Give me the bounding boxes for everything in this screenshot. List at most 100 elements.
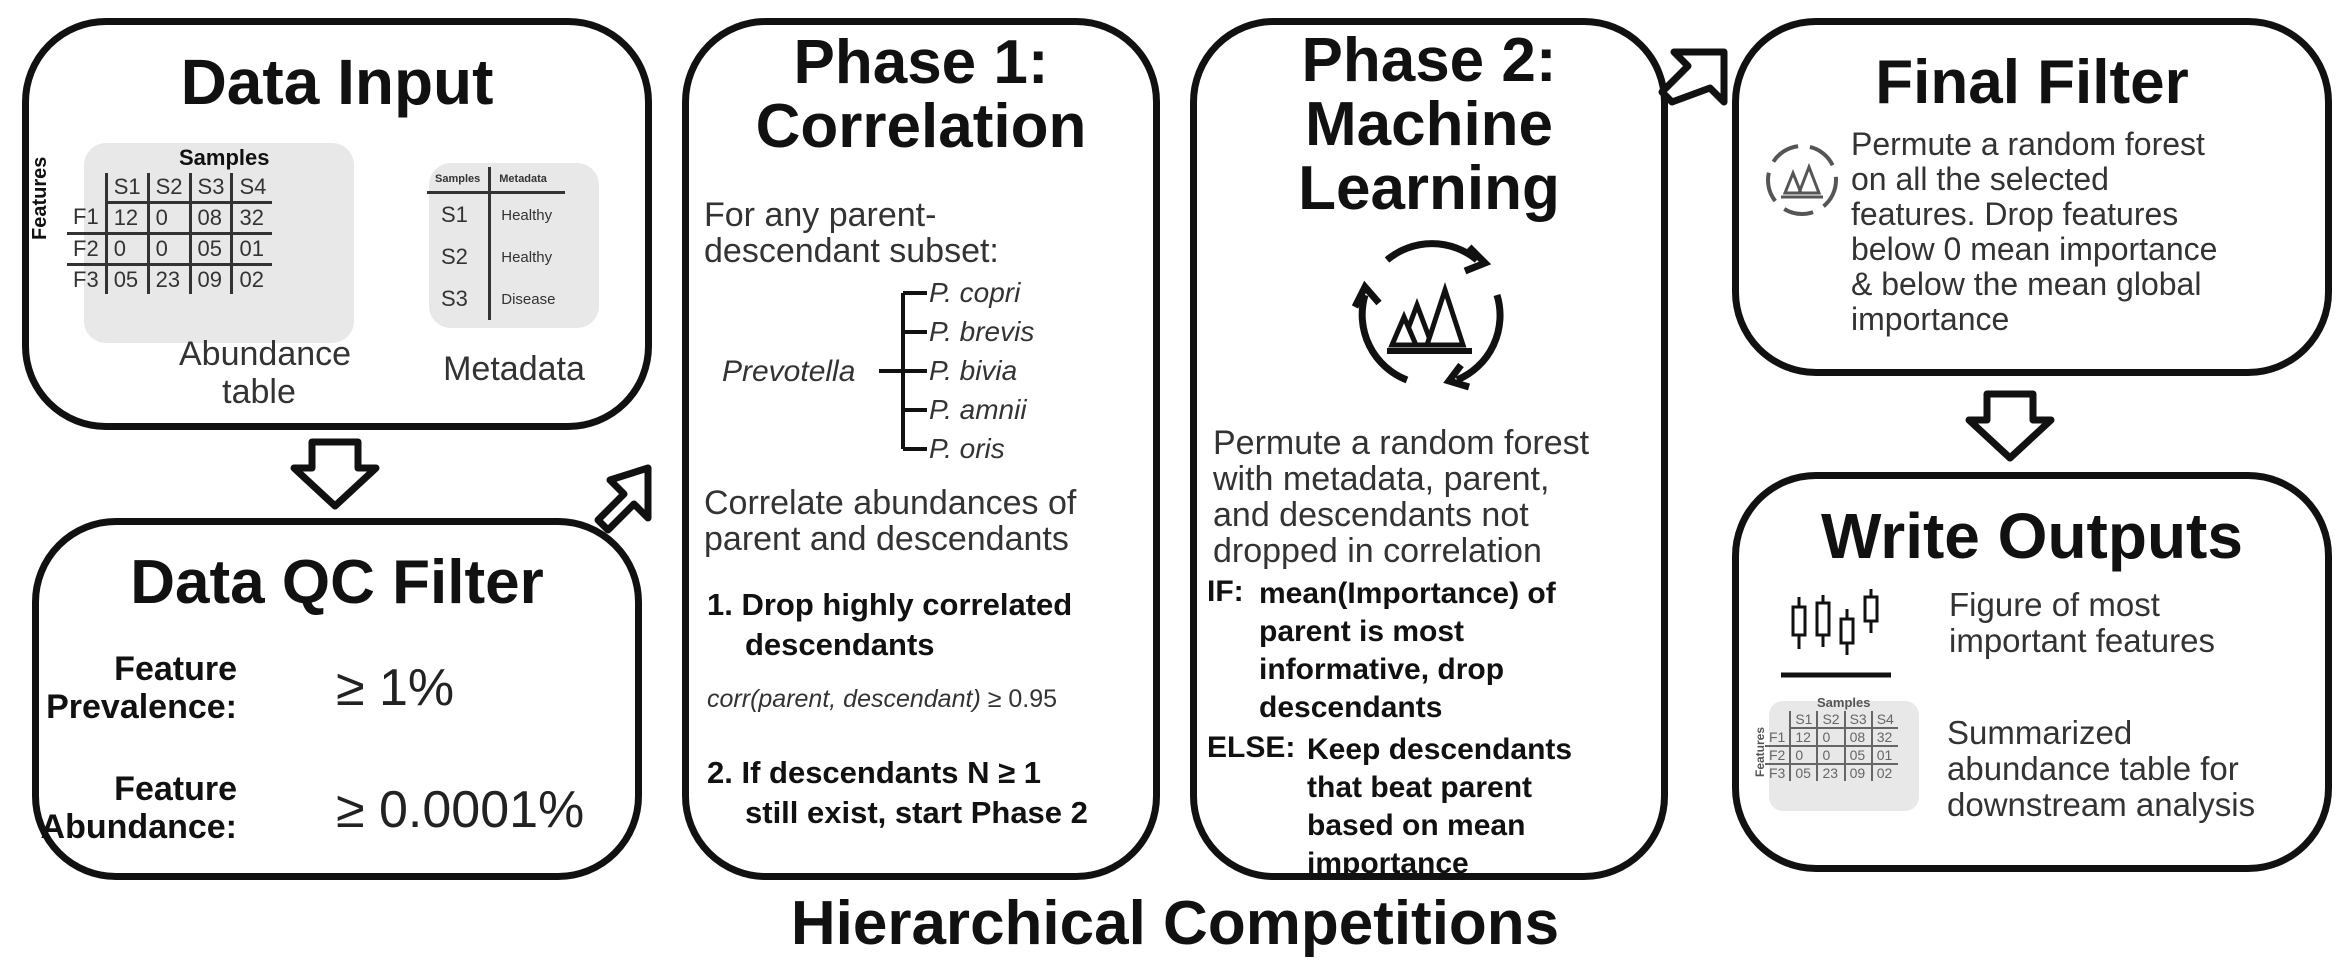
- write-outputs-title: Write Outputs: [1821, 500, 2243, 572]
- phase2-else-text: Keep descendants that beat parent based …: [1307, 731, 1572, 883]
- table-cell: F3: [73, 267, 99, 292]
- table-cell: F1: [67, 202, 107, 235]
- table-row: F1 12 0 08 32: [67, 202, 273, 235]
- table-header-cell: S3: [1843, 711, 1872, 729]
- table-cell: S2: [441, 244, 468, 269]
- table-header-cell: S1: [104, 173, 149, 204]
- phase2-description: Permute a random forest with metadata, p…: [1213, 425, 1589, 569]
- phase1-correlate-line2: parent and descendants: [704, 520, 1069, 558]
- summary-output-line: downstream analysis: [1947, 786, 2256, 823]
- phase2-else-label: ELSE:: [1207, 731, 1296, 764]
- meta-header-samples: Samples: [427, 167, 490, 194]
- summary-output-text: Summarized abundance table for downstrea…: [1947, 715, 2255, 823]
- table-cell: 0: [1816, 728, 1845, 747]
- table-cell: 05: [1789, 764, 1818, 781]
- tree-descendant-label: P. oris: [929, 433, 1005, 464]
- prevalence-label-line1: Feature: [114, 650, 237, 688]
- final-filter-line: importance: [1851, 301, 2010, 337]
- abundance-label: Feature Abundance:: [41, 770, 237, 846]
- table-header-row: S1 S2 S3 S4: [67, 173, 273, 204]
- abundance-table-features-label: Features: [29, 156, 51, 240]
- table-cell: 09: [188, 264, 232, 294]
- phase2-if-text: mean(Importance) of parent is most infor…: [1259, 575, 1556, 727]
- table-row: S1 Healthy: [427, 192, 566, 236]
- table-cell: Disease: [488, 278, 566, 320]
- table-cell: 05: [188, 233, 232, 266]
- prevalence-label: Feature Prevalence:: [46, 650, 237, 726]
- table-header-cell: S2: [1816, 711, 1845, 729]
- table-cell: 08: [188, 202, 232, 235]
- table-row: F1 12 0 08 32: [1765, 728, 1898, 747]
- table-cell: F2: [67, 233, 107, 266]
- table-cell: 23: [146, 264, 191, 294]
- table-row: F3 05 23 09 02: [1765, 764, 1898, 781]
- phase1-step2: 2. If descendants N ≥ 1 still exist, sta…: [707, 753, 1088, 833]
- formula-threshold: ≥ 0.95: [980, 685, 1058, 713]
- table-cell: 02: [1870, 764, 1898, 781]
- table-cell: 0: [1789, 746, 1818, 765]
- phase2-title: Phase 2: Machine Learning: [1197, 29, 1661, 221]
- phase1-step1-line2: descendants: [745, 627, 935, 662]
- table-cell: 32: [1870, 728, 1898, 747]
- phase2-desc-line: and descendants not: [1213, 496, 1529, 534]
- table-header-cell: S4: [1870, 711, 1898, 729]
- phase2-if-label: IF:: [1207, 575, 1244, 608]
- table-cell: S1: [441, 202, 468, 227]
- summary-output-line: Summarized: [1947, 714, 2133, 751]
- qc-filter-title: Data QC Filter: [130, 548, 544, 617]
- abundance-caption-line2: table: [222, 373, 296, 411]
- summary-table-samples-label: Samples: [1817, 695, 1871, 710]
- phase1-step1-line1: 1. Drop highly correlated: [707, 587, 1073, 622]
- phase2-title-line3: Learning: [1298, 154, 1560, 223]
- phase1-intro-line2: descendant subset:: [704, 232, 999, 270]
- phase2-else-line: based on mean: [1307, 809, 1526, 842]
- table-cell: F2: [1765, 746, 1791, 765]
- table-cell: 05: [1843, 746, 1872, 765]
- table-row: F2 0 0 05 01: [67, 233, 273, 266]
- table-cell: 05: [104, 264, 149, 294]
- final-filter-description: Permute a random forest on all the selec…: [1851, 127, 2217, 337]
- tree-descendant-label: P. bivia: [929, 355, 1018, 386]
- table-header-row: Samples Metadata: [427, 167, 566, 194]
- abundance-label-line1: Feature: [114, 770, 237, 808]
- arrow-down-icon: [1965, 390, 2055, 462]
- table-cell: 12: [104, 202, 149, 235]
- phase1-title-line2: Correlation: [755, 92, 1087, 161]
- final-filter-panel: Final Filter Permute a random forest on …: [1732, 18, 2332, 376]
- meta-header-metadata: Metadata: [488, 167, 566, 194]
- table-cell: 08: [1843, 728, 1872, 747]
- data-input-panel: Data Input Samples Features S1 S2 S3 S4 …: [22, 18, 652, 430]
- phase2-if-line: informative, drop: [1259, 653, 1505, 686]
- table-cell: 0: [1816, 746, 1845, 765]
- abundance-table: S1 S2 S3 S4 F1 12 0 08 32 F2 0 0 05 01 F…: [67, 173, 273, 294]
- arrow-down-icon: [290, 438, 380, 510]
- metadata-caption: Metadata: [443, 350, 585, 388]
- table-header-cell: S2: [146, 173, 191, 204]
- phase1-formula: corr(parent, descendant) ≥ 0.95: [707, 685, 1057, 714]
- phase1-intro: For any parent- descendant subset:: [704, 197, 999, 269]
- table-cell: F3: [1769, 765, 1786, 781]
- final-filter-line: on all the selected: [1851, 161, 2109, 197]
- summary-table: S1 S2 S3 S4 F1 12 0 08 32 F2 0 0 05 01 F…: [1765, 711, 1898, 781]
- phase2-else-line: that beat parent: [1307, 771, 1533, 804]
- footer-title: Hierarchical Competitions: [790, 889, 1560, 958]
- figure-output-text: Figure of most important features: [1949, 587, 2215, 659]
- prevalence-label-line2: Prevalence:: [46, 688, 237, 726]
- phase2-desc-line: dropped in correlation: [1213, 532, 1542, 570]
- phase2-title-line2: Machine: [1304, 90, 1554, 159]
- prevalence-value: ≥ 1%: [336, 659, 455, 717]
- box-plot-icon: [1781, 589, 1891, 678]
- tree-descendant-label: P. amnii: [929, 394, 1027, 425]
- phase1-title: Phase 1: Correlation: [689, 31, 1153, 159]
- qc-filter-panel: Data QC Filter Feature Prevalence: ≥ 1% …: [32, 518, 642, 880]
- phase2-else-line: importance: [1307, 847, 1469, 880]
- phase1-title-line1: Phase 1:: [793, 28, 1049, 97]
- arrow-up-right-icon: [594, 464, 652, 534]
- table-cell: Healthy: [488, 192, 566, 236]
- phase1-intro-line1: For any parent-: [704, 196, 937, 234]
- phase2-if-line: parent is most: [1259, 615, 1465, 648]
- tree-parent-label: Prevotella: [722, 355, 856, 388]
- formula-args: (parent, descendant): [750, 685, 981, 713]
- table-row: F2 0 0 05 01: [1765, 746, 1898, 765]
- abundance-label-line2: Abundance:: [40, 808, 237, 846]
